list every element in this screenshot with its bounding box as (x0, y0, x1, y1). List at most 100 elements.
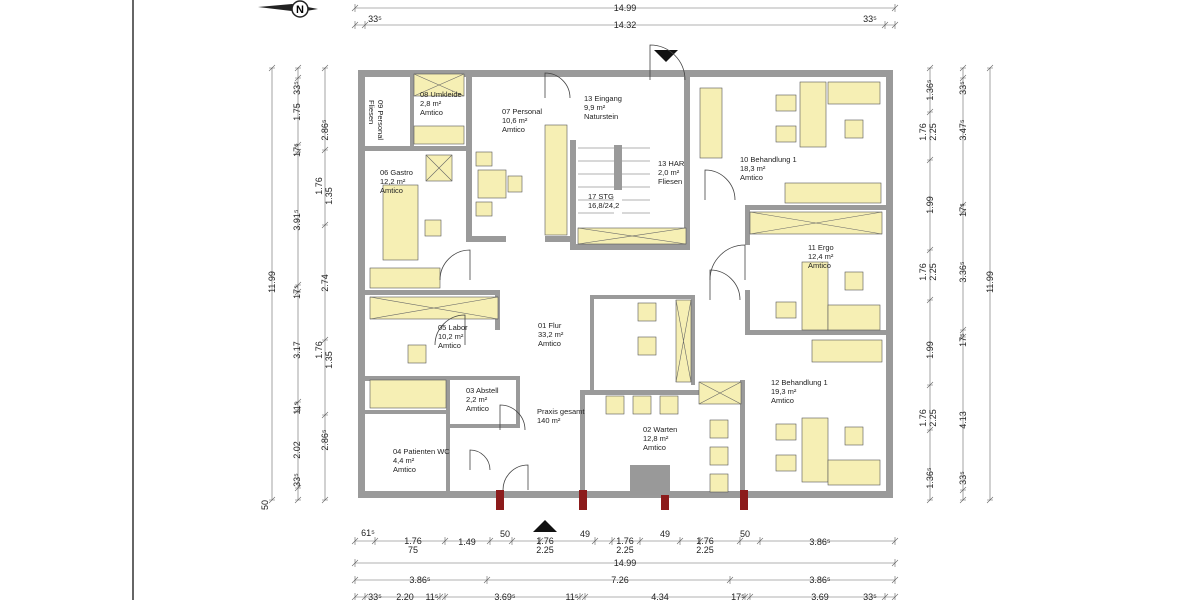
furniture-item (699, 87, 723, 159)
dimension-line (294, 64, 302, 504)
furniture-item (844, 426, 864, 446)
wall (570, 140, 576, 248)
room-label-line: 02 Warten (643, 425, 677, 434)
furniture-item (544, 124, 568, 236)
room-label-line: Fliesen (658, 177, 682, 186)
dimension-line (321, 64, 329, 504)
dimension-label: 2.25 (928, 263, 938, 281)
dimension-lines: 14.9933⁵14.3233⁵11.995033⁵1.7517⁵3.91⁵17… (260, 3, 995, 600)
wall (545, 236, 575, 242)
dimension-label: 3.69 (811, 592, 829, 600)
furniture-item (801, 417, 829, 483)
dimension-line (986, 64, 994, 504)
dimension-label: 3.17 (292, 341, 302, 359)
room-label-line: 11 Ergo (808, 243, 834, 252)
entrance-arrow-top-icon (654, 50, 678, 62)
dimension-label: 1.35 (324, 187, 334, 205)
wall (450, 376, 520, 380)
wall (466, 70, 472, 242)
dimension-label: 33⁵ (292, 81, 302, 95)
room-label-line: 140 m² (537, 416, 561, 425)
dimension-label: 1.99 (925, 196, 935, 214)
furniture-item (637, 336, 657, 356)
room-label-line: 03 Abstell (466, 386, 499, 395)
dimension-label: 33⁵ (958, 81, 968, 95)
room-label-line: 33,2 m² (538, 330, 564, 339)
dimension-label: 7.26 (611, 575, 629, 585)
wall (684, 70, 690, 150)
wall (358, 491, 893, 498)
furniture-item (382, 184, 419, 261)
furniture-item (605, 395, 625, 415)
dimension-label: 33⁵ (863, 14, 877, 24)
room-label-line: 12,8 m² (643, 434, 669, 443)
dimension-label: 50 (740, 529, 750, 539)
room-label-line: Praxis gesamt (537, 407, 585, 416)
room-label-line: 9,9 m² (584, 103, 606, 112)
furniture-item (799, 81, 827, 148)
furniture-item (827, 304, 881, 331)
room-label-line: Naturstein (584, 112, 618, 121)
wall (358, 410, 450, 414)
dimension-label: 2.25 (928, 123, 938, 141)
furniture-item (801, 261, 829, 331)
dimension-label: 2.25 (536, 545, 554, 555)
dimension-line (351, 21, 899, 29)
door-swing (544, 72, 571, 99)
dimension-label: 2.86⁵ (320, 119, 330, 141)
staircase (578, 145, 650, 214)
room-label-line: Amtico (380, 186, 403, 195)
dimension-label: 1.76 (404, 536, 422, 546)
furniture-item (413, 125, 465, 145)
dimension-label: 33⁵ (292, 473, 302, 487)
dimension-label: 50 (260, 500, 270, 510)
dimension-label: 1.76 (918, 263, 928, 281)
door-swing (649, 44, 686, 81)
dimension-line (926, 64, 934, 504)
dimension-label: 3.86⁵ (809, 537, 831, 547)
dimension-line (351, 537, 899, 545)
dimension-label: 1.76 (918, 409, 928, 427)
room-label-line: 18,3 m² (740, 164, 766, 173)
furniture-item (775, 301, 797, 319)
furniture-item (775, 423, 797, 441)
furniture-item (659, 395, 679, 415)
dimension-label: 17⁵ (292, 143, 302, 157)
furniture-item (811, 339, 883, 363)
wall (580, 390, 585, 498)
dimension-label: 33⁵ (368, 592, 382, 600)
room-label-line: 17 STG (588, 192, 614, 201)
dimension-label: 17⁵ (958, 203, 968, 217)
room-label-line: 4,4 m² (393, 456, 415, 465)
structural-wall (496, 490, 504, 510)
dimension-label: 11⁵ (565, 592, 578, 600)
dimension-label: 4.13 (958, 411, 968, 429)
dimension-label: 49 (580, 529, 590, 539)
room-label-line: Amtico (740, 173, 763, 182)
furniture-item (709, 446, 729, 466)
dimension-label: 1.99 (925, 341, 935, 359)
dimension-line (351, 4, 899, 12)
dimension-label: 14.99 (614, 558, 637, 568)
dimension-label: 2.20 (396, 592, 414, 600)
dimension-label: 11⁵ (425, 592, 438, 600)
furniture (369, 73, 883, 495)
dimension-label: 1.76 (918, 123, 928, 141)
dimension-label: 11.99 (985, 271, 995, 293)
wall (745, 205, 893, 210)
dimension-line (351, 559, 899, 567)
north-arrow-icon: N (258, 0, 318, 18)
room-label-line: 06 Gastro (380, 168, 413, 177)
wall (745, 330, 893, 335)
dimension-line (959, 64, 967, 504)
entrance-arrow-bottom-icon (533, 520, 557, 532)
